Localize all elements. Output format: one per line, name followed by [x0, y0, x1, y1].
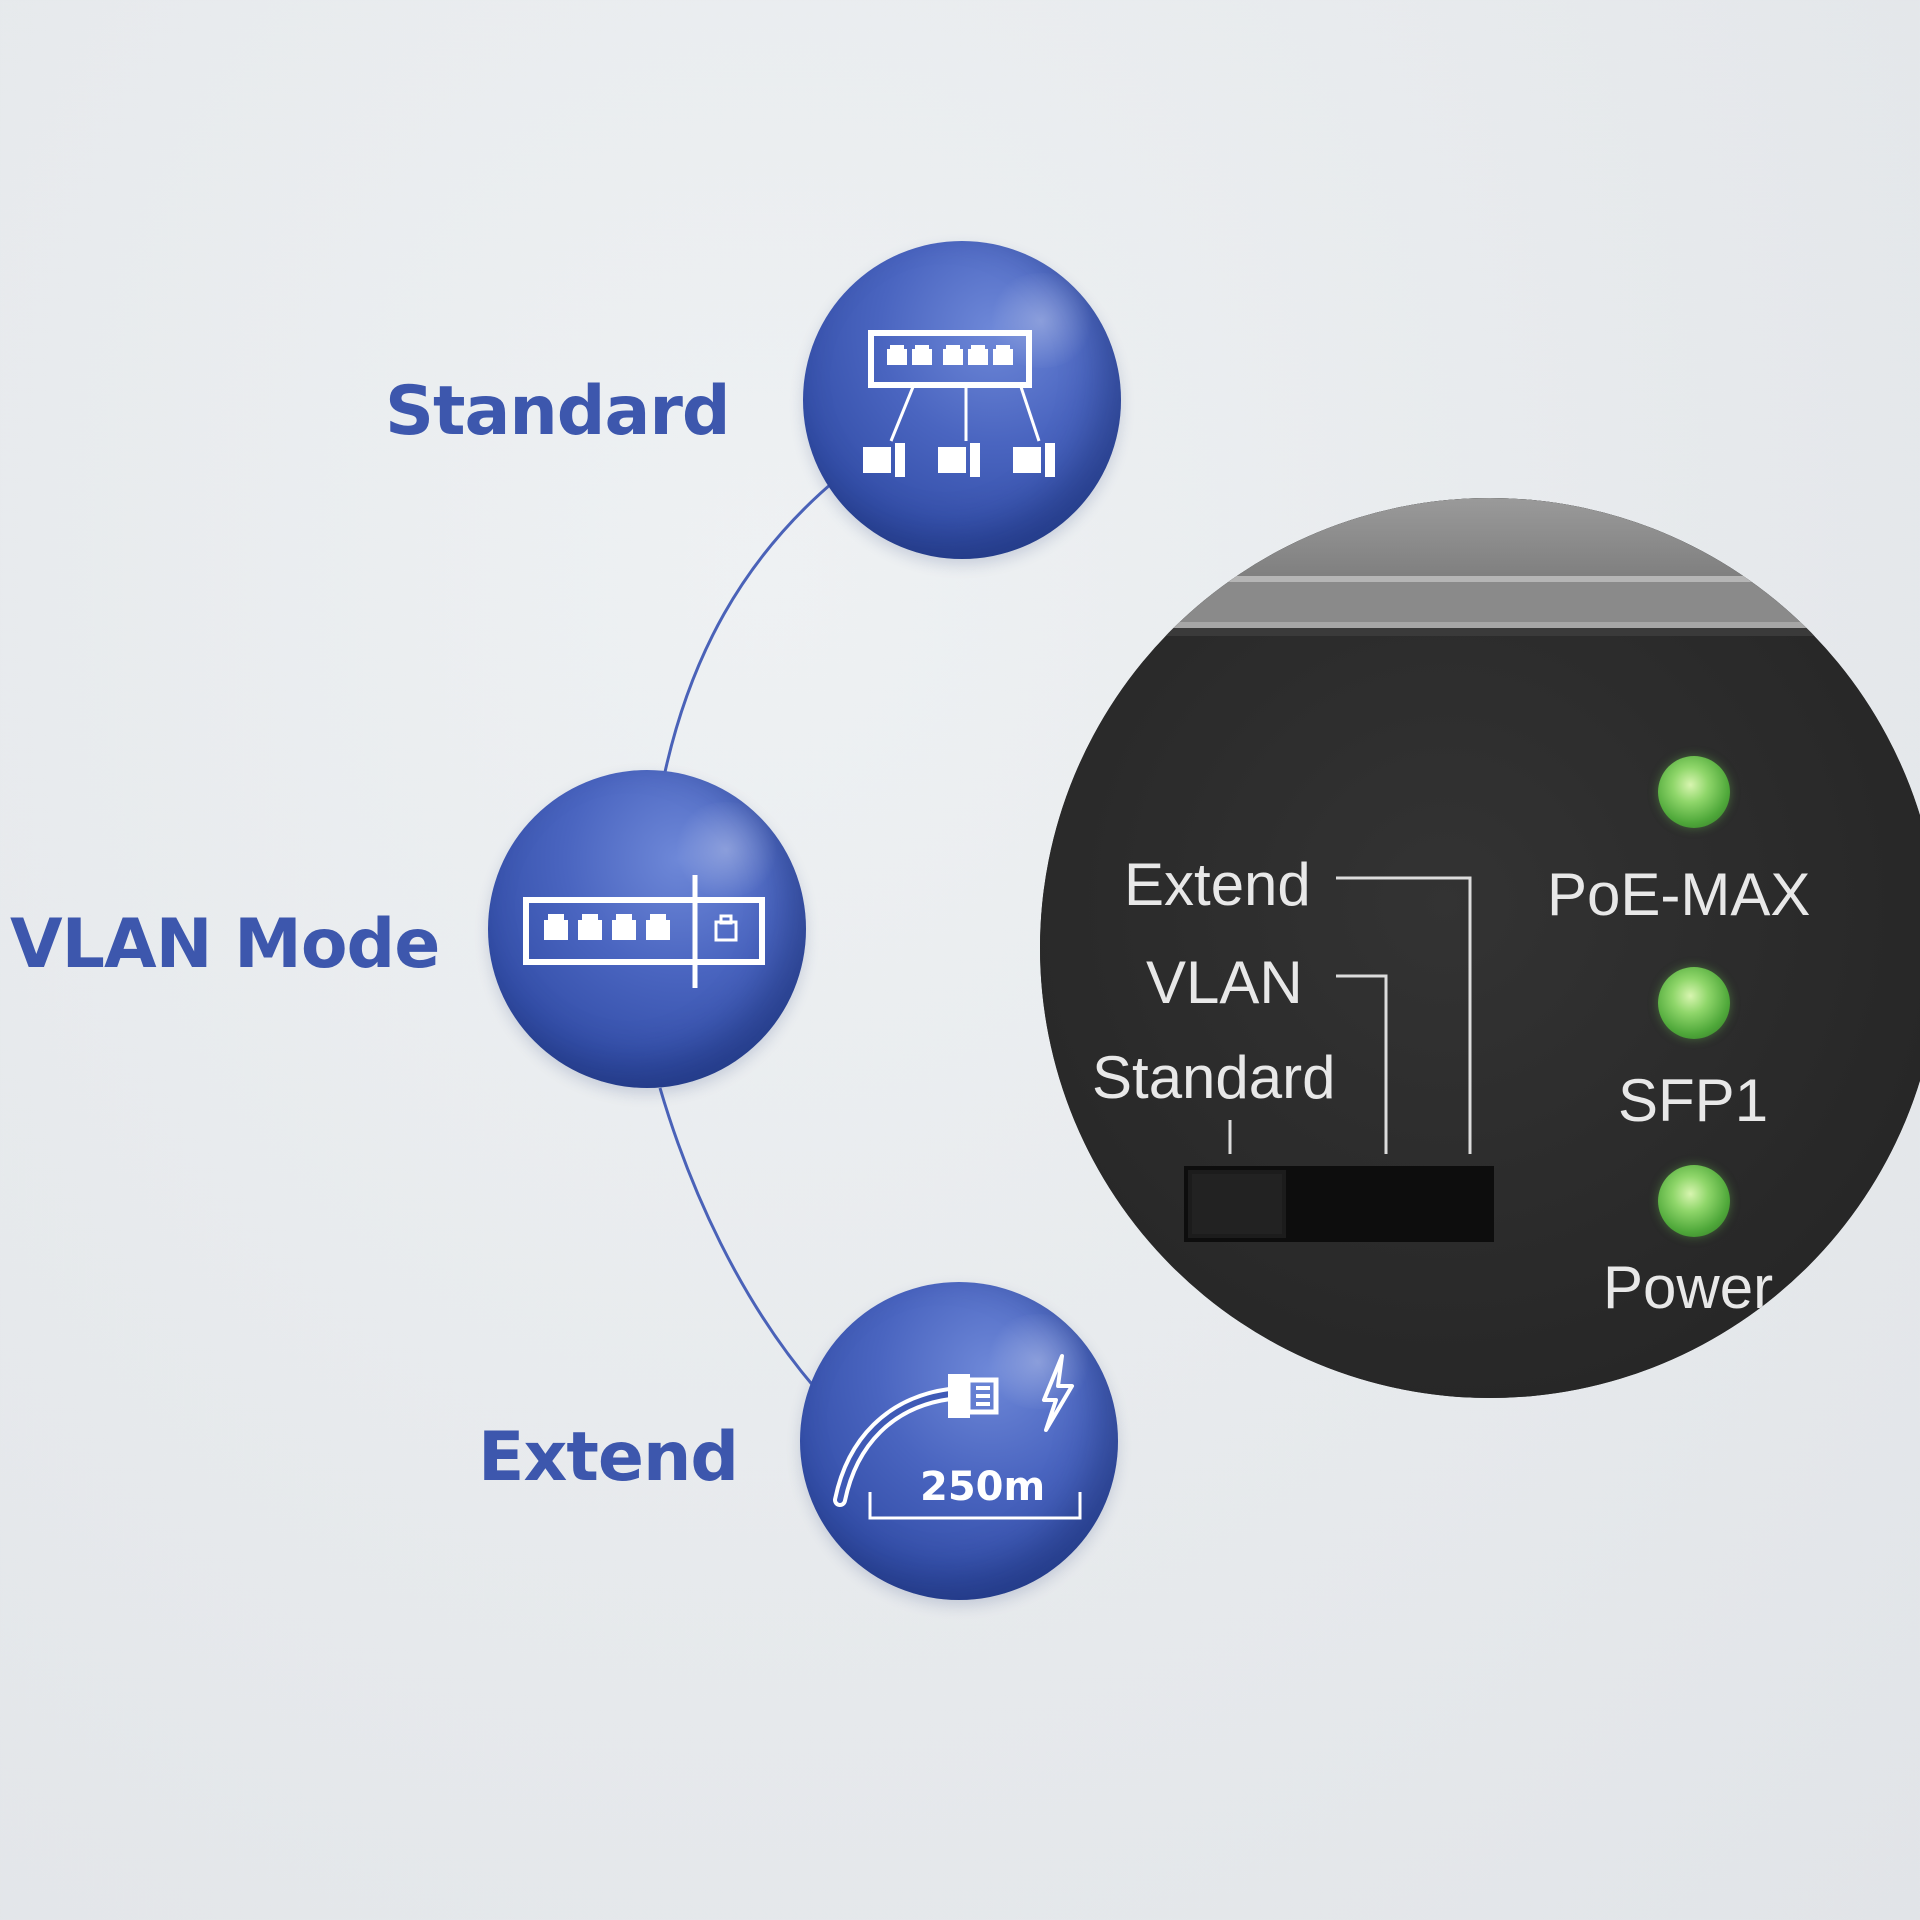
switch-position-vlan: VLAN — [1146, 949, 1303, 1016]
poe-max-indicator-label: PoE-MAX — [1547, 861, 1811, 928]
standard-mode-label: Standard — [385, 372, 731, 451]
mode-slide-switch[interactable] — [1184, 1166, 1494, 1242]
switch-position-standard: Standard — [1092, 1044, 1336, 1111]
power-indicator-label: Power — [1603, 1254, 1774, 1321]
vlan-mode-label: VLAN Mode — [10, 905, 440, 984]
cable-distance-text: 250m — [920, 1464, 1046, 1510]
device-front-panel-closeup: Extend VLAN Standard PoE-MAX SFP1 Power — [1040, 498, 1920, 1398]
switch-ports-to-devices-icon — [863, 330, 1055, 477]
power-led — [1658, 1165, 1730, 1237]
vlan-mode-orb — [488, 770, 806, 1088]
poe-max-led — [1658, 756, 1730, 828]
switch-vlan-isolated-port-icon — [523, 875, 765, 988]
sfp1-led — [1658, 967, 1730, 1039]
standard-mode-orb — [803, 241, 1121, 559]
extend-mode-label: Extend — [478, 1418, 739, 1497]
switch-position-extend: Extend — [1124, 851, 1311, 918]
sfp1-indicator-label: SFP1 — [1618, 1067, 1769, 1134]
